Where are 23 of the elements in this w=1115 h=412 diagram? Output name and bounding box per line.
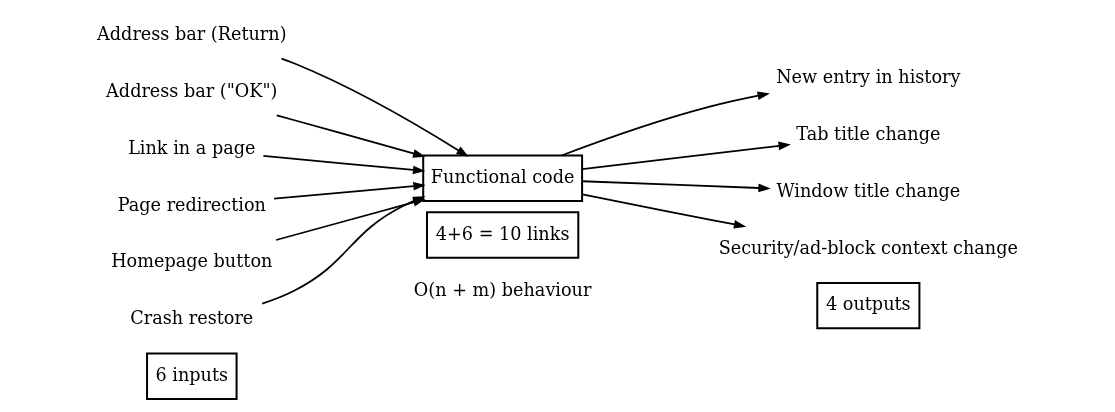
arrow: [273, 181, 426, 200]
node-box: Functional code: [422, 154, 584, 202]
node-text: Security/ad-block context change: [718, 237, 1018, 258]
node-text: Tab title change: [796, 124, 941, 145]
node-text: Crash restore: [130, 308, 254, 329]
node-box: 6 inputs: [146, 352, 238, 400]
node-box: 4 outputs: [816, 281, 921, 330]
label: O(n + m) behaviour: [413, 280, 592, 301]
node-text: Address bar (Return): [97, 24, 287, 45]
arrow: [581, 193, 747, 229]
node-box: 4+6 = 10 links: [426, 211, 580, 259]
arrow: [262, 155, 426, 175]
node-text: Page redirection: [117, 194, 266, 215]
node-text: Address bar ("OK"): [106, 81, 278, 102]
arrow: [581, 141, 791, 170]
node-text: New entry in history: [776, 67, 961, 88]
arrow: [560, 91, 770, 157]
node-text: Link in a page: [128, 137, 256, 158]
arrow: [280, 57, 469, 157]
arrow: [581, 180, 771, 193]
node-text: Window title change: [776, 180, 961, 201]
node-text: Homepage button: [111, 251, 273, 272]
arrow: [275, 114, 426, 158]
